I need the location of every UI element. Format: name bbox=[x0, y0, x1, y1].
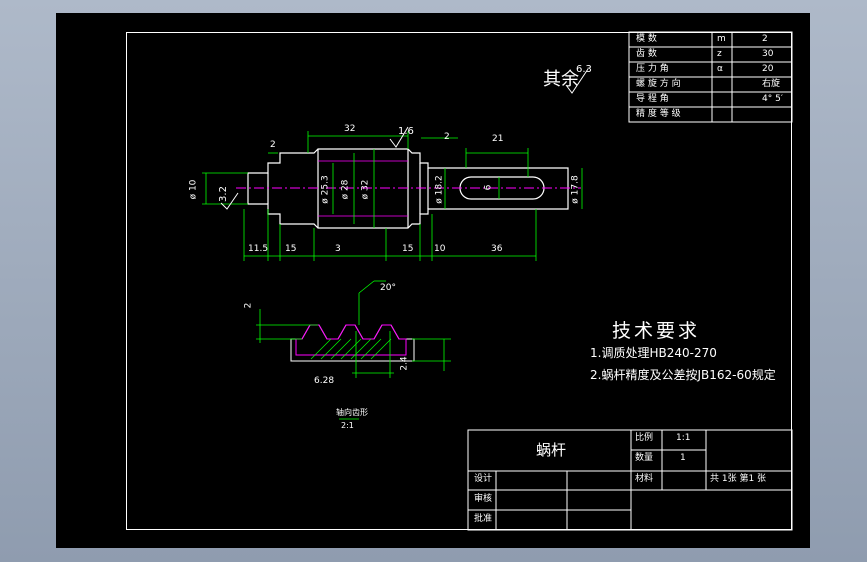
roughness-general-value: 6.3 bbox=[576, 64, 592, 75]
roughness-marks bbox=[220, 68, 589, 210]
param-value: 20 bbox=[762, 64, 774, 74]
param-value: 30 bbox=[762, 49, 774, 59]
tech-line-1: 1.调质处理HB240-270 bbox=[590, 346, 717, 360]
dim-15a: 15 bbox=[285, 244, 297, 254]
qty-label: 数量 bbox=[635, 453, 654, 463]
ratio-value: 1:1 bbox=[676, 433, 691, 443]
drawing-canvas: 模 数 m 2 齿 数 z 30 压 力 角 α 20 螺 旋 方 向 右旋导 程 角 4° 5′ 精 … bbox=[56, 13, 810, 548]
param-value: 2 bbox=[762, 34, 768, 44]
tooth-profile bbox=[256, 280, 451, 378]
pitch-lines bbox=[318, 160, 408, 217]
dim-32: 32 bbox=[344, 124, 356, 134]
qty-value: 1 bbox=[680, 453, 686, 463]
roughness-2-value: 3.2 bbox=[217, 186, 229, 202]
dim-2b: 2 bbox=[444, 132, 450, 142]
param-name: 压 力 角 bbox=[636, 64, 669, 74]
sheet-info: 共 1张 第1 张 bbox=[710, 474, 767, 484]
roughness-general-label: 其余 bbox=[543, 69, 579, 90]
roughness-1-value: 1.6 bbox=[398, 126, 414, 137]
tech-title: 技术要求 bbox=[612, 320, 701, 342]
dim-3: 3 bbox=[335, 244, 341, 254]
param-symbol: m bbox=[717, 34, 726, 44]
param-name: 齿 数 bbox=[636, 49, 657, 59]
param-table-lines bbox=[628, 31, 793, 123]
param-symbol: z bbox=[717, 49, 722, 59]
dim-d182: ø 18.2 bbox=[434, 175, 445, 204]
tooth-angle: 20° bbox=[380, 283, 396, 293]
param-name: 导 程 角 bbox=[636, 94, 669, 104]
material-label: 材料 bbox=[635, 474, 654, 484]
dim-d178: ø 17.8 bbox=[570, 175, 581, 204]
drawing-svg bbox=[202, 31, 793, 531]
ratio-label: 比例 bbox=[635, 433, 654, 443]
dim-15b: 15 bbox=[402, 244, 414, 254]
review-label: 审核 bbox=[474, 494, 493, 504]
part-name: 蜗杆 bbox=[536, 441, 567, 459]
tooth-height: 2 bbox=[243, 302, 254, 309]
dim-11-5: 11.5 bbox=[248, 244, 269, 254]
tooth-depth: 2.4 bbox=[399, 356, 410, 371]
drawing-frame bbox=[126, 32, 792, 530]
tooth-caption: 轴向齿形 bbox=[336, 408, 368, 417]
dim-d32: ø 32 bbox=[360, 179, 371, 200]
param-name: 螺 旋 方 向 bbox=[636, 79, 681, 89]
param-name: 模 数 bbox=[636, 34, 657, 44]
tooth-scale: 2:1 bbox=[341, 421, 354, 430]
param-symbol: α bbox=[717, 64, 723, 74]
param-value: 4° 5′ bbox=[762, 94, 783, 104]
dim-36: 36 bbox=[491, 244, 503, 254]
title-block-lines bbox=[467, 429, 793, 531]
param-name: 精 度 等 级 bbox=[636, 109, 681, 119]
dim-d28: ø 28 bbox=[340, 179, 351, 200]
approve-label: 批准 bbox=[474, 514, 493, 524]
tooth-pitch: 6.28 bbox=[314, 376, 335, 386]
dim-10: 10 bbox=[434, 244, 446, 254]
dim-d10: ø 10 bbox=[188, 179, 199, 200]
tech-line-2: 2.蜗杆精度及公差按JB162-60规定 bbox=[590, 368, 776, 382]
design-label: 设计 bbox=[474, 474, 493, 484]
dim-21: 21 bbox=[492, 134, 504, 144]
dim-d253: ø 25.3 bbox=[320, 175, 331, 204]
param-value: 右旋 bbox=[762, 79, 781, 89]
dim-2a: 2 bbox=[270, 140, 276, 150]
dimension-lines bbox=[202, 131, 583, 261]
dim-6: 6 bbox=[483, 184, 494, 191]
